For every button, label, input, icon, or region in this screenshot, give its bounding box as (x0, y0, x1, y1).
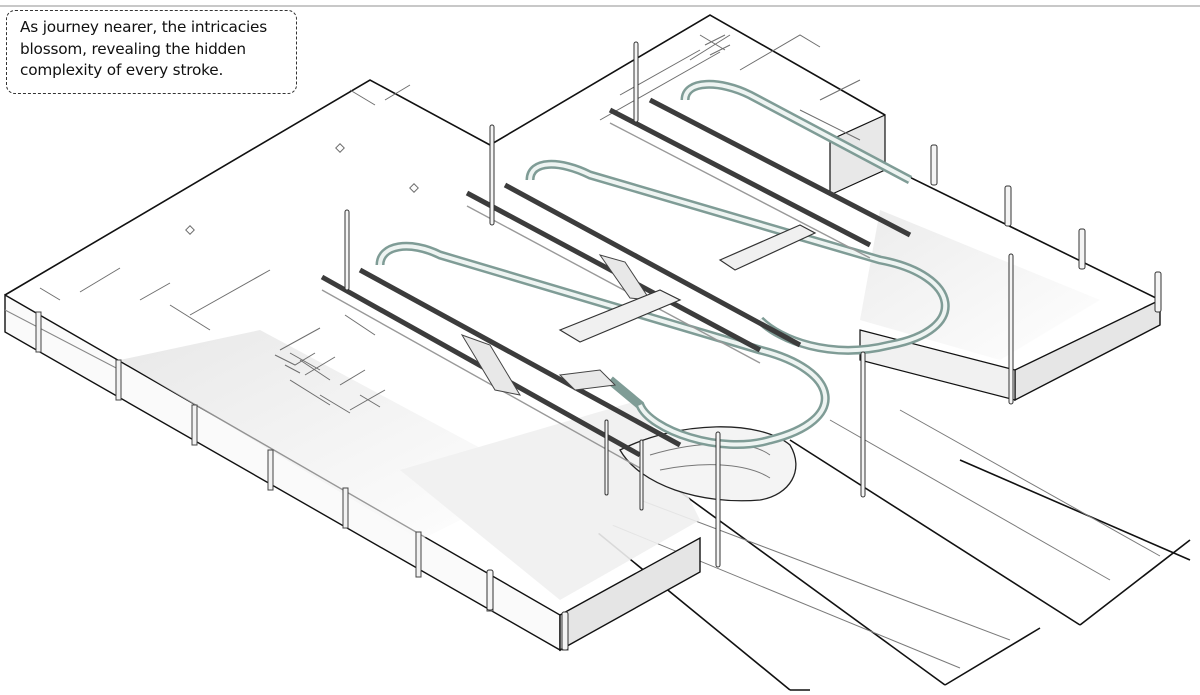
track-lines (599, 409, 1161, 669)
caption-line-3: complexity of every stroke. (20, 61, 224, 79)
stairs (460, 254, 651, 396)
rear-plan-lines (599, 34, 861, 141)
top-divider (0, 5, 1200, 7)
looping-walkways (375, 79, 950, 449)
caption-line-1: As journey nearer, the intricacies (20, 18, 267, 36)
cross-bridges (558, 224, 817, 343)
floor-plan-lines (39, 84, 419, 414)
platform-edges (321, 122, 871, 469)
right-rear-slab (489, 14, 1161, 402)
caption-line-2: blossom, revealing the hidden (20, 39, 246, 58)
platform-rails (320, 97, 912, 458)
columns (344, 41, 1162, 651)
track-platforms (569, 439, 1191, 691)
caption-box: As journey nearer, the intricacies bloss… (6, 10, 297, 94)
